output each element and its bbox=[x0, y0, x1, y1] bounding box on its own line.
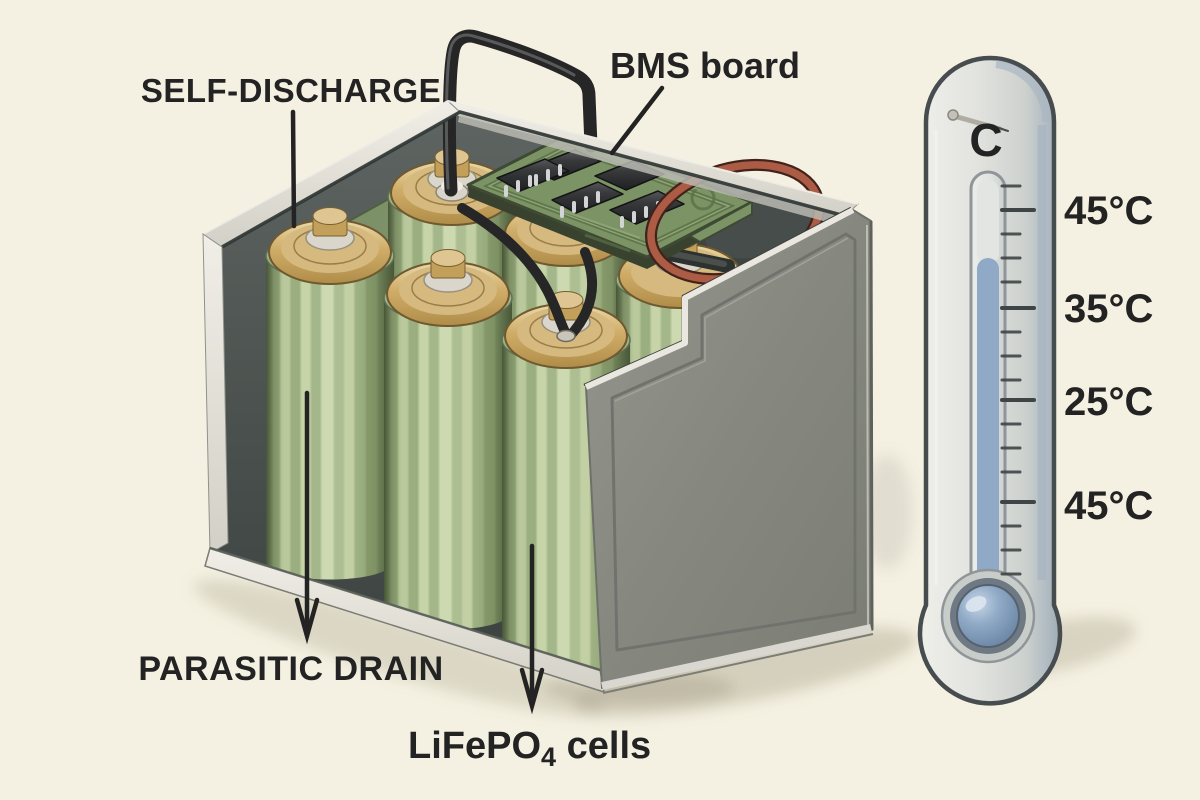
self-discharge-label: SELF-DISCHARGE bbox=[141, 72, 441, 109]
cell-front-left bbox=[265, 207, 395, 580]
thermometer: C 45°C 35°C 25°C 45°C bbox=[917, 55, 1153, 706]
cells-front-row bbox=[265, 207, 631, 676]
annotations bbox=[290, 85, 665, 715]
scale-label: 25°C bbox=[1064, 380, 1153, 424]
case-right-panel bbox=[583, 206, 874, 694]
bms-board-side bbox=[468, 185, 752, 269]
thermometer-liquid bbox=[977, 258, 999, 588]
scale-label: 45°C bbox=[1064, 484, 1153, 528]
parasitic-drain-label: PARASITIC DRAIN bbox=[138, 650, 443, 688]
bms-board-edge-patch bbox=[687, 200, 753, 244]
battery-pack bbox=[202, 29, 874, 694]
lifepo4-cells-arrow bbox=[519, 543, 545, 715]
lifepo4-cells-label: LiFePO4 cells bbox=[408, 725, 651, 772]
interconnect-wires bbox=[457, 203, 598, 343]
thermometer-scale-labels: 45°C 35°C 25°C 45°C bbox=[1064, 189, 1153, 528]
annotation-labels: SELF-DISCHARGE BMS board PARASITIC DRAIN… bbox=[138, 45, 800, 772]
thermometer-ticks bbox=[1000, 184, 1036, 576]
bms-board bbox=[466, 131, 754, 269]
chip-pins bbox=[504, 164, 660, 228]
chip-icon bbox=[496, 158, 570, 192]
thermometer-bulb bbox=[940, 568, 1036, 664]
cell-front-middle bbox=[383, 249, 513, 630]
bms-board-label: BMS board bbox=[610, 45, 800, 86]
scale-label: 45°C bbox=[1064, 189, 1153, 233]
self-discharge-leader-line bbox=[290, 109, 297, 229]
thermometer-unit-label: C bbox=[969, 114, 1002, 166]
handle-wire bbox=[435, 29, 598, 202]
parasitic-drain-arrow bbox=[294, 390, 320, 645]
bms-board-leader-line bbox=[609, 85, 665, 156]
scale-label: 35°C bbox=[1064, 287, 1153, 331]
pin-icon bbox=[947, 109, 1009, 132]
